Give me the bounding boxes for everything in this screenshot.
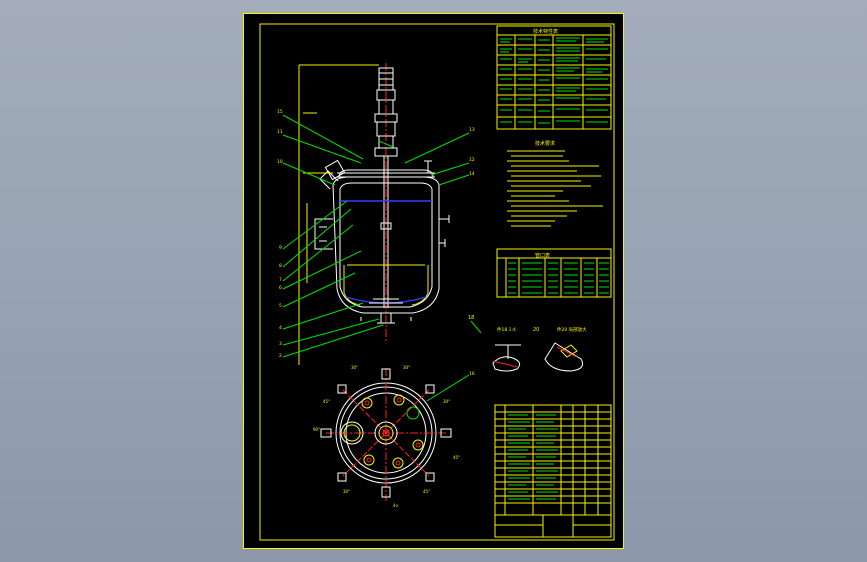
tech-requirements: 技术要求: [507, 140, 603, 227]
svg-text:9: 9: [279, 245, 282, 251]
tech-table-fill: [500, 37, 608, 124]
svg-text:16: 16: [469, 371, 475, 377]
reactor-drawing: 技术特性表 技术要求 管口表: [243, 13, 624, 549]
detail-view-18: 18 件18 1:4: [468, 315, 521, 372]
tech-table-title: 技术特性表: [533, 28, 558, 35]
tech-table: 技术特性表: [496, 25, 612, 130]
requirements-title: 技术要求: [535, 140, 555, 147]
svg-text:14: 14: [469, 171, 475, 177]
svg-text:12: 12: [469, 157, 475, 163]
svg-text:6: 6: [279, 285, 282, 291]
nozzle-table: 管口表: [496, 248, 612, 298]
sheet-frame: [243, 13, 624, 549]
svg-text:30°: 30°: [343, 489, 350, 494]
svg-text:3: 3: [279, 341, 282, 347]
svg-text:4×: 4×: [393, 503, 399, 508]
svg-text:8: 8: [279, 263, 282, 269]
svg-text:45°: 45°: [323, 399, 330, 404]
svg-text:20: 20: [533, 327, 539, 333]
reactor-plan-view: 30° 30° 45° 30° 90° 45° 30° 45° 4× 16: [313, 365, 475, 508]
svg-text:90°: 90°: [313, 427, 320, 432]
nozzle-table-title: 管口表: [535, 252, 550, 259]
svg-text:4: 4: [279, 325, 282, 331]
drawing-sheet: 技术特性表 技术要求 管口表: [243, 13, 624, 549]
support-lugs: [320, 368, 452, 498]
svg-text:30°: 30°: [351, 365, 358, 370]
reactor-elevation: 15 11 10 9 8 7 6 5 4 3 2 13 12 14: [277, 63, 475, 365]
svg-text:5: 5: [279, 303, 282, 309]
detail-view-20: 20 件20 局部放大: [533, 326, 587, 372]
svg-text:15: 15: [277, 109, 283, 115]
parts-list: [494, 404, 612, 538]
svg-text:13: 13: [469, 127, 475, 133]
svg-text:18: 18: [468, 315, 474, 321]
svg-text:30°: 30°: [403, 365, 410, 370]
svg-text:11: 11: [277, 129, 283, 135]
inner-frame: [259, 23, 615, 541]
svg-text:45°: 45°: [423, 489, 430, 494]
svg-text:30°: 30°: [443, 399, 450, 404]
svg-text:45°: 45°: [453, 455, 460, 460]
svg-text:7: 7: [279, 277, 282, 283]
svg-text:件18 1:4: 件18 1:4: [497, 326, 516, 333]
head-nozzles: [340, 394, 424, 469]
tech-table-rows: [497, 44, 611, 118]
svg-text:2: 2: [279, 353, 282, 359]
svg-text:10: 10: [277, 159, 283, 165]
svg-text:件20 局部放大: 件20 局部放大: [557, 326, 587, 333]
